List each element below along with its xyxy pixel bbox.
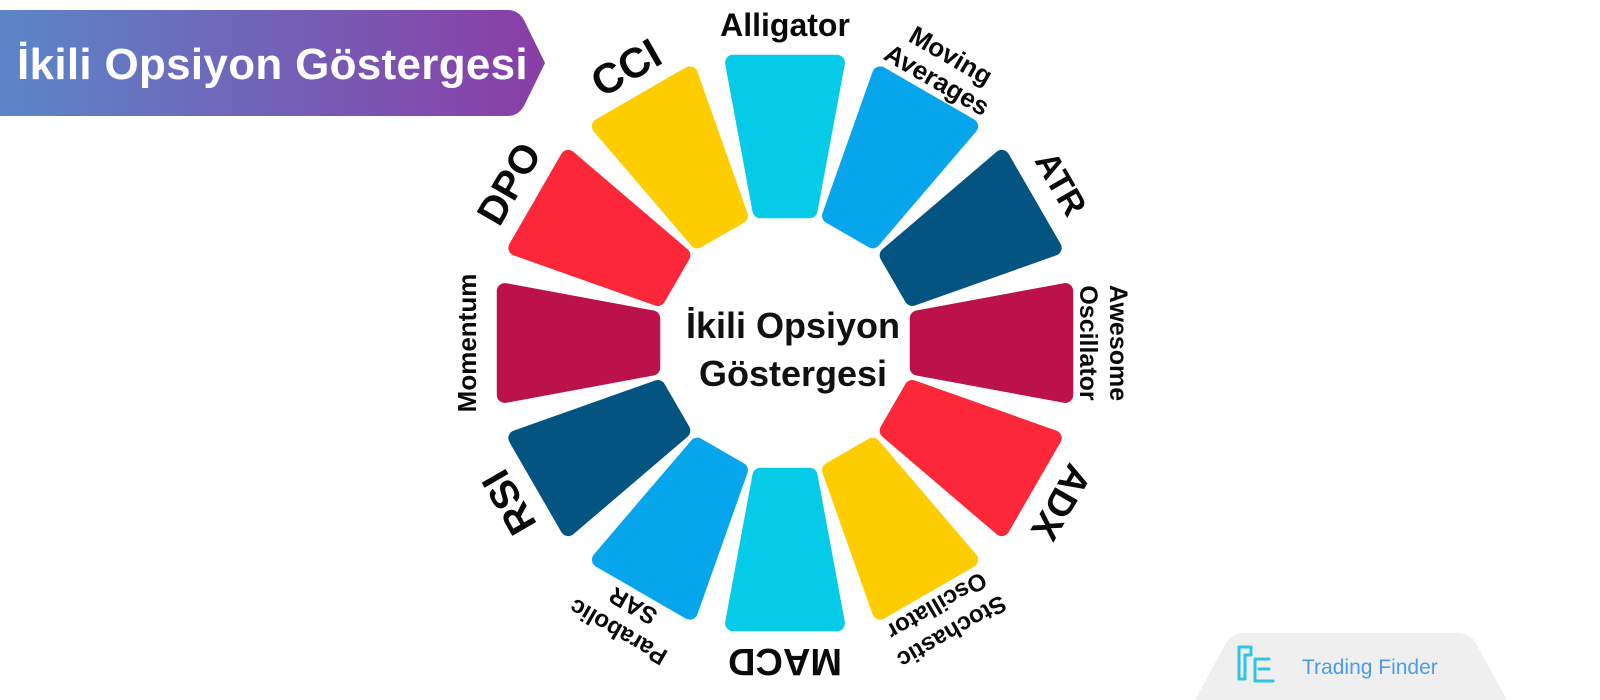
- footer-badge-shape: [1195, 633, 1507, 700]
- segment-atr: [879, 149, 1062, 306]
- segment-adx: [879, 380, 1062, 537]
- center-title-line-1: İkili Opsiyon: [685, 305, 901, 346]
- segment-dpo: [508, 149, 691, 306]
- segment-label-text: Alligator: [720, 7, 850, 43]
- banner-shape: [0, 10, 545, 116]
- segment-parabolic-sar: [591, 437, 748, 620]
- segment-label-alligator: Alligator: [720, 7, 850, 43]
- center-title-line-2: Göstergesi: [698, 353, 888, 394]
- segment-label-text: MACD: [728, 640, 842, 682]
- footer-badge: [1195, 633, 1507, 700]
- brand-name: Trading Finder: [1302, 656, 1438, 679]
- header-banner: [0, 10, 545, 116]
- segment-awesome-oscillator: [909, 283, 1074, 403]
- segment-cci: [591, 66, 748, 249]
- segment-macd: [725, 467, 845, 632]
- segment-rsi: [508, 380, 691, 537]
- page-title: İkili Opsiyon Göstergesi: [17, 40, 528, 89]
- segment-stochastic-oscillator: [822, 437, 979, 620]
- segment-label-text: Oscillator: [1074, 285, 1102, 401]
- trading-finder-logo-icon: [1237, 645, 1275, 683]
- segment-moving-averages: [822, 66, 979, 249]
- segment-label-macd: MACD: [728, 640, 842, 682]
- segment-momentum: [496, 283, 661, 403]
- segment-alligator: [725, 54, 845, 219]
- center-title: İkili Opsiyon Göstergesi: [628, 295, 958, 405]
- segment-label-momentum: Momentum: [452, 274, 482, 413]
- segment-label-text: Momentum: [452, 274, 482, 413]
- segment-label-text: Awesome: [1104, 285, 1132, 401]
